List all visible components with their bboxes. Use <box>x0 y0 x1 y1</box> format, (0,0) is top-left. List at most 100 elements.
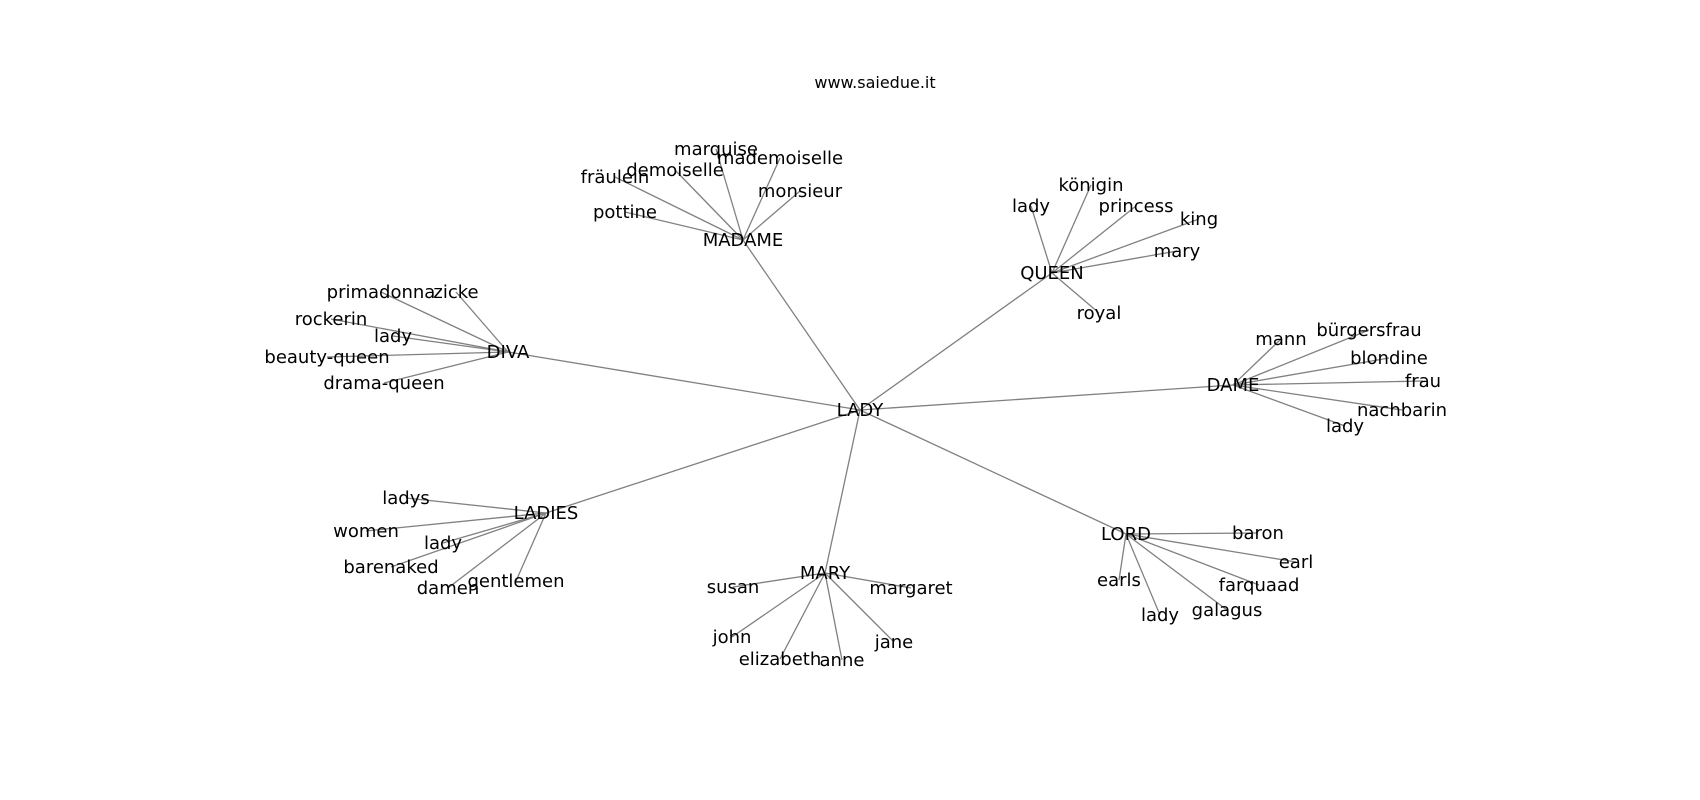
node-leaf-madame-pottine: pottine <box>593 202 657 223</box>
node-leaf-diva-rockerin: rockerin <box>295 309 368 330</box>
node-leaf-queen-konigin: königin <box>1058 175 1123 196</box>
node-leaf-dame-mann: mann <box>1255 329 1306 350</box>
node-leaf-queen-king: king <box>1180 209 1218 230</box>
edge-queen-king <box>1051 218 1200 274</box>
edge-lord-galagus <box>1125 533 1228 611</box>
edge-ladies-lady <box>442 512 547 544</box>
edge-dame-frau <box>1232 380 1424 386</box>
edge-ladies-damen <box>447 512 547 589</box>
node-leaf-lord-farquaad: farquaad <box>1219 575 1300 596</box>
edge-queen-princess <box>1051 205 1137 274</box>
edge-diva-beauty-queen <box>326 351 509 358</box>
node-leaf-ladies-ladys: ladys <box>382 488 430 509</box>
node-leaf-mary-anne: anne <box>820 650 865 671</box>
edge-mary-jane <box>824 572 895 643</box>
node-hub-ladies: LADIES <box>514 503 579 524</box>
edge-dame-burgersfrau <box>1232 329 1370 386</box>
edge-root-lord <box>859 409 1127 535</box>
edge-diva-zicke <box>455 291 509 353</box>
node-leaf-dame-frau: frau <box>1405 371 1441 392</box>
edge-mary-elizabeth <box>779 572 826 660</box>
edge-queen-lady <box>1030 205 1053 274</box>
node-leaf-mary-susan: susan <box>707 577 760 598</box>
node-leaf-lord-lady: lady <box>1141 605 1179 626</box>
node-hub-mary: MARY <box>800 563 851 584</box>
node-leaf-dame-nachbarin: nachbarin <box>1357 400 1447 421</box>
edge-queen-royal <box>1051 272 1100 314</box>
node-leaf-lord-baron: baron <box>1232 523 1284 544</box>
edge-dame-blondine <box>1232 357 1390 386</box>
node-leaf-ladies-lady: lady <box>424 533 462 554</box>
edge-mary-john <box>731 572 826 638</box>
node-root-lady: LADY <box>837 400 885 421</box>
node-leaf-madame-mademoiselle: mademoiselle <box>717 148 843 169</box>
edge-madame-fraulein <box>614 176 744 241</box>
edge-diva-drama-queen <box>383 351 509 384</box>
node-leaf-dame-lady: lady <box>1326 416 1364 437</box>
edge-dame-nachbarin <box>1232 384 1403 411</box>
edge-ladies-gentlemen <box>515 512 547 582</box>
node-leaf-mary-jane: jane <box>874 632 914 653</box>
node-leaf-lord-earls: earls <box>1097 570 1141 591</box>
edge-mary-susan <box>732 572 826 588</box>
node-leaf-mary-margaret: margaret <box>869 578 952 599</box>
edge-root-diva <box>507 351 861 411</box>
graph-edges <box>326 148 1424 661</box>
node-leaf-dame-burgersfrau: bürgersfrau <box>1316 320 1421 341</box>
edge-madame-demoiselle <box>674 169 744 241</box>
edge-lord-earl <box>1125 533 1297 563</box>
node-leaf-queen-lady: lady <box>1012 196 1050 217</box>
edge-madame-pottine <box>624 211 744 241</box>
node-leaf-dame-blondine: blondine <box>1350 348 1428 369</box>
node-leaf-diva-primadonna: primadonna <box>327 282 436 303</box>
node-leaf-diva-lady: lady <box>374 326 412 347</box>
node-leaf-ladies-gentlemen: gentlemen <box>467 571 564 592</box>
node-leaf-queen-princess: princess <box>1099 196 1174 217</box>
edge-dame-lady <box>1232 384 1346 427</box>
edge-diva-primadonna <box>380 291 509 353</box>
edge-root-ladies <box>545 409 861 514</box>
edge-root-madame <box>742 239 861 411</box>
site-watermark: www.saiedue.it <box>814 73 935 92</box>
node-hub-diva: DIVA <box>487 342 530 363</box>
edge-madame-marquise <box>715 148 744 241</box>
node-leaf-ladies-women: women <box>333 521 399 542</box>
node-leaf-ladies-damen: damen <box>417 578 479 599</box>
edge-ladies-women <box>365 512 547 532</box>
graph-labels: www.saiedue.it LADY MADAME marquisemademoi… <box>264 73 1447 671</box>
edge-root-mary <box>824 409 861 574</box>
edge-diva-lady <box>392 335 509 353</box>
edge-madame-mademoiselle <box>742 157 781 241</box>
node-leaf-madame-marquise: marquise <box>674 139 758 160</box>
node-hub-dame: DAME <box>1207 375 1260 396</box>
node-leaf-diva-drama-queen: drama-queen <box>323 373 444 394</box>
node-leaf-lord-earl: earl <box>1279 552 1314 573</box>
node-leaf-madame-fraulein: fräulein <box>581 167 650 188</box>
node-leaf-mary-elizabeth: elizabeth <box>739 649 822 670</box>
node-leaf-diva-zicke: zicke <box>433 282 478 303</box>
node-leaf-madame-demoiselle: demoiselle <box>626 160 724 181</box>
edge-mary-anne <box>824 572 843 661</box>
node-leaf-mary-john: john <box>712 627 752 648</box>
edge-queen-mary <box>1051 250 1178 274</box>
edge-ladies-barenaked <box>390 512 547 568</box>
node-leaf-lord-galagus: galagus <box>1192 600 1263 621</box>
node-leaf-madame-monsieur: monsieur <box>758 181 843 202</box>
node-leaf-queen-mary: mary <box>1154 241 1201 262</box>
edge-madame-monsieur <box>742 190 801 241</box>
edge-lord-farquaad <box>1125 533 1260 586</box>
node-hub-madame: MADAME <box>703 230 784 251</box>
edge-ladies-ladys <box>405 497 547 514</box>
edge-root-dame <box>859 384 1234 411</box>
node-leaf-queen-royal: royal <box>1077 303 1122 324</box>
node-hub-queen: QUEEN <box>1020 263 1084 284</box>
node-leaf-ladies-barenaked: barenaked <box>343 557 438 578</box>
edge-dame-mann <box>1232 338 1282 386</box>
edge-lord-earls <box>1118 533 1127 581</box>
edge-diva-rockerin <box>330 318 509 353</box>
node-leaf-diva-beauty-queen: beauty-queen <box>264 347 389 368</box>
edge-queen-konigin <box>1051 184 1092 274</box>
edge-root-queen <box>859 272 1053 411</box>
edge-lord-lady <box>1125 533 1161 616</box>
